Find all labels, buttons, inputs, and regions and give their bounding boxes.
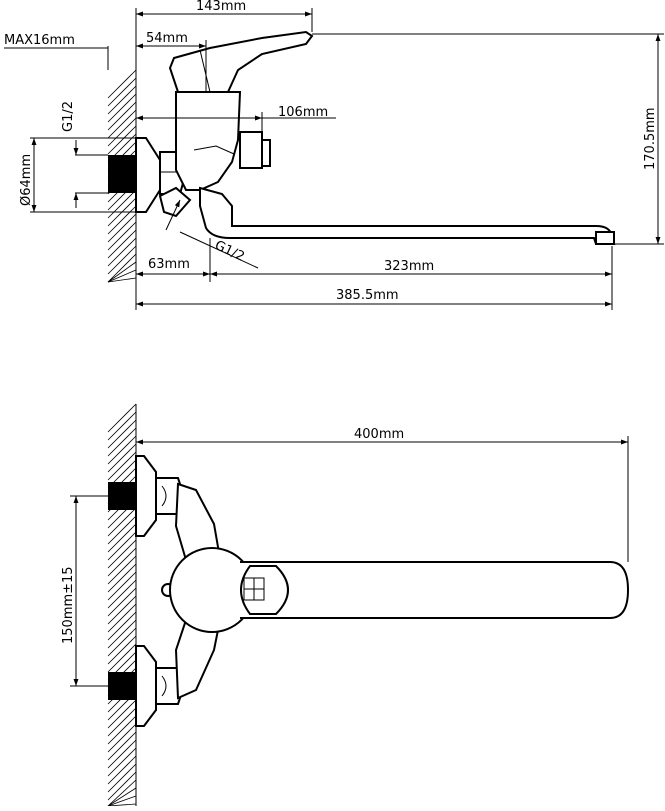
dim-323-label: 323mm bbox=[384, 259, 434, 274]
wall-front-view bbox=[107, 403, 137, 807]
dim-g12-bottom-label: G1/2 bbox=[212, 238, 246, 265]
dim-143-label: 143mm bbox=[196, 0, 246, 14]
front-view: 400mm 150mm±15 bbox=[61, 403, 630, 807]
lever-handle bbox=[168, 30, 314, 93]
dim-150-label: 150mm±15 bbox=[61, 566, 76, 644]
dim-400-label: 400mm bbox=[354, 427, 404, 442]
aerator bbox=[595, 231, 615, 245]
lower-flange bbox=[135, 645, 157, 727]
side-view: 143mm 54mm MAX16mm G1/2 Ø64mm 106mm 170.… bbox=[4, 0, 664, 310]
wall-pipe-block-upper bbox=[108, 482, 136, 510]
dim-g12-top-label: G1/2 bbox=[61, 101, 76, 132]
spout bbox=[199, 186, 616, 245]
spout-front bbox=[240, 561, 630, 619]
brand-logo bbox=[243, 577, 265, 601]
cartridge-housing bbox=[239, 131, 263, 169]
dim-54-label: 54mm bbox=[146, 31, 188, 46]
dim-106-label: 106mm bbox=[278, 105, 328, 120]
dim-170-5-label: 170.5mm bbox=[643, 107, 658, 170]
dim-385-5-label: 385.5mm bbox=[336, 288, 399, 303]
dim-63-label: 63mm bbox=[148, 257, 190, 272]
wall-pipe-block-lower bbox=[108, 672, 136, 700]
dim-dia64-label: Ø64mm bbox=[19, 154, 34, 206]
wall-flange bbox=[135, 137, 161, 213]
mixer-body bbox=[175, 91, 242, 191]
upper-flange bbox=[135, 455, 157, 537]
wall-pipe-block bbox=[108, 155, 136, 193]
dim-max16-label: MAX16mm bbox=[4, 33, 75, 48]
